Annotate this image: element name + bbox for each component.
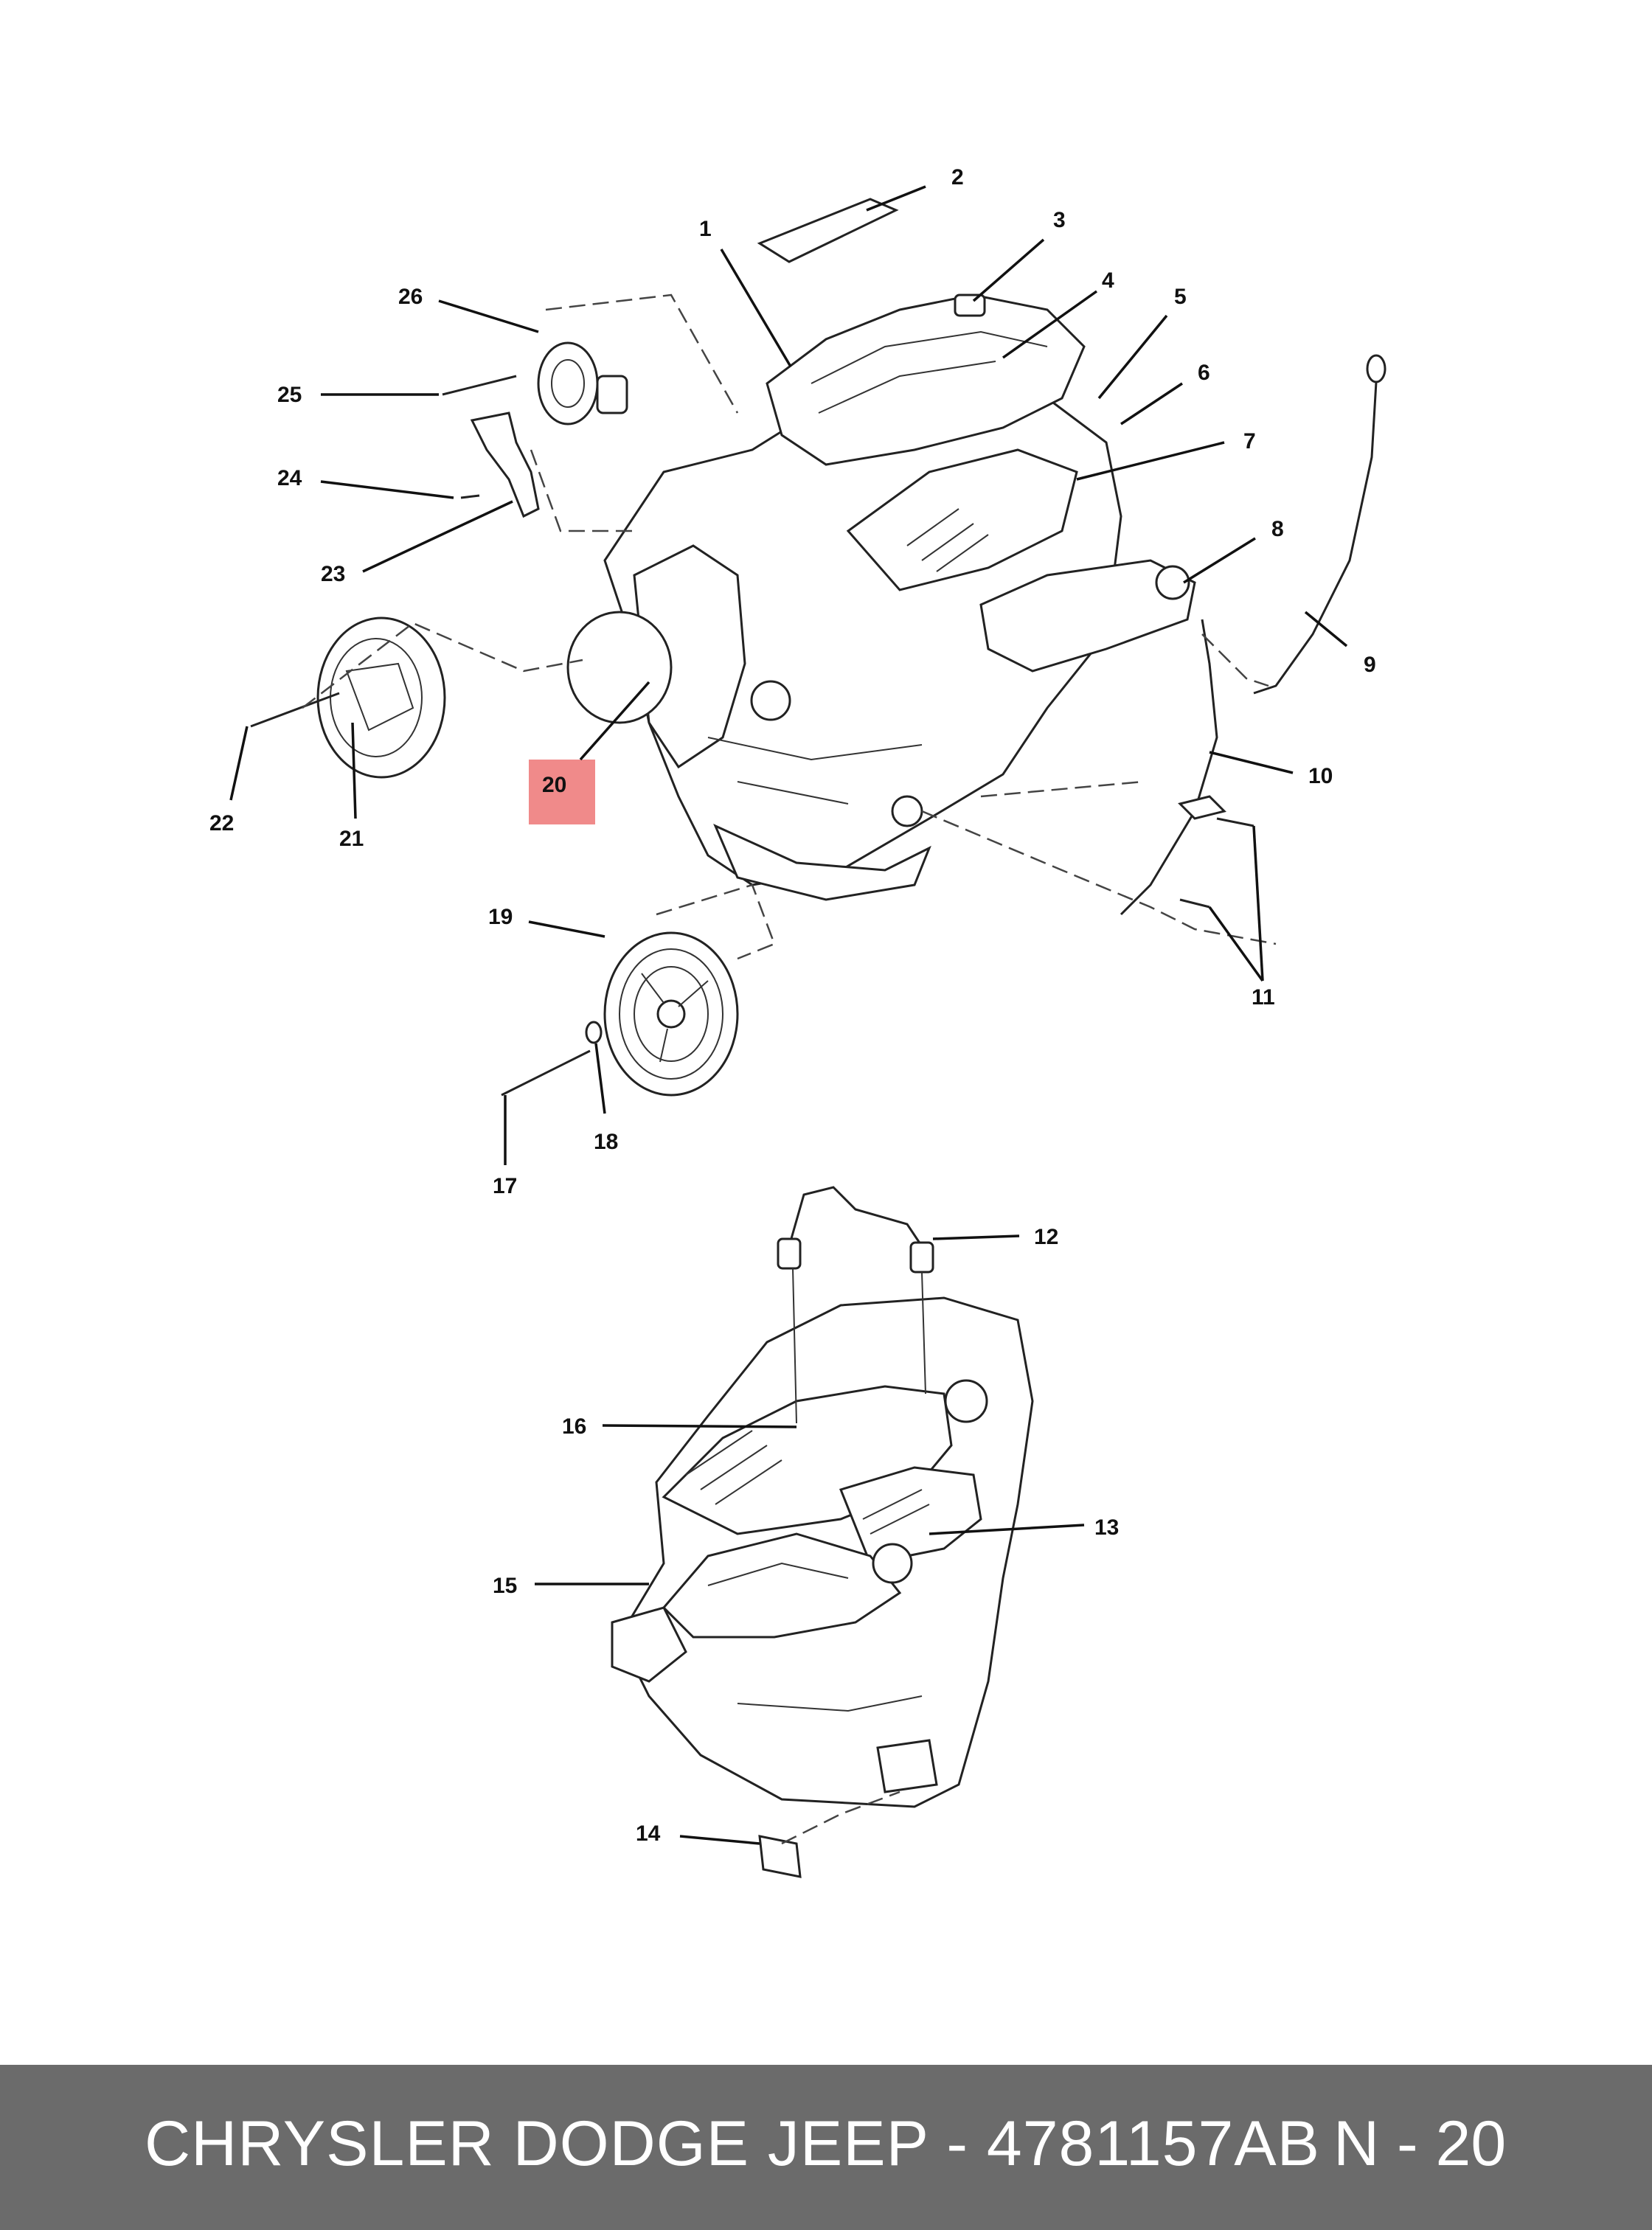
callout-19: 19 (488, 905, 513, 929)
callout-18: 18 (594, 1130, 618, 1154)
callout-labels: 1 2 3 4 5 6 7 8 9 10 11 12 13 14 15 16 1… (209, 165, 1376, 1846)
callout-25: 25 (277, 383, 302, 407)
footer-bar: CHRYSLER DODGE JEEP - 4781157AB N - 20 (0, 2065, 1652, 2230)
callout-20: 20 (542, 773, 566, 797)
part-number-caption: CHRYSLER DODGE JEEP - 4781157AB (145, 2108, 1321, 2179)
callout-14: 14 (636, 1821, 661, 1846)
lower-engine-illustration (611, 1186, 1034, 1878)
callout-5: 5 (1174, 285, 1187, 309)
callout-10: 10 (1308, 764, 1333, 788)
callout-16: 16 (562, 1414, 586, 1439)
callout-23: 23 (321, 562, 345, 586)
callout-26: 26 (398, 285, 423, 309)
callout-21: 21 (339, 827, 364, 851)
callout-7: 7 (1243, 429, 1256, 454)
callout-2: 2 (951, 165, 964, 190)
callout-22: 22 (209, 811, 234, 836)
callout-9: 9 (1364, 653, 1376, 677)
callout-4: 4 (1102, 268, 1114, 293)
callout-24: 24 (277, 466, 302, 490)
leader-lines (229, 185, 1348, 1845)
upper-engine-illustration (250, 198, 1386, 1097)
callout-1: 1 (699, 217, 712, 241)
callout-8: 8 (1271, 517, 1284, 541)
highlight-box-20 (529, 760, 595, 824)
callout-17: 17 (493, 1174, 517, 1198)
exploded-engine-diagram: 1 2 3 4 5 6 7 8 9 10 11 12 13 14 15 16 1… (209, 165, 1386, 1878)
item-code: N - 20 (1333, 2108, 1507, 2179)
callout-3: 3 (1053, 208, 1066, 232)
callout-6: 6 (1198, 361, 1210, 385)
callout-13: 13 (1094, 1515, 1119, 1540)
callout-12: 12 (1034, 1225, 1058, 1249)
callout-15: 15 (493, 1574, 517, 1598)
callout-11: 11 (1252, 985, 1275, 1010)
